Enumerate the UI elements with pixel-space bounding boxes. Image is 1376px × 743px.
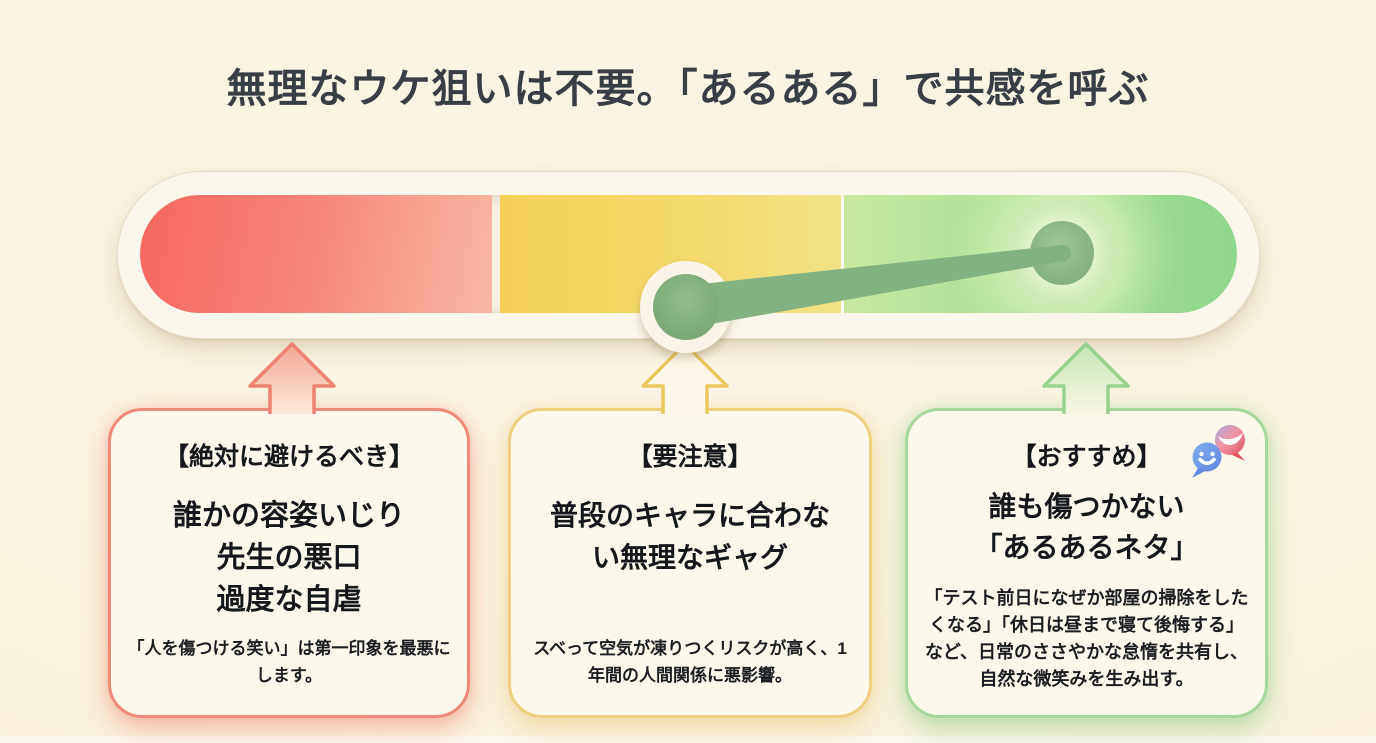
humor-risk-meter	[118, 172, 1259, 338]
body-line: 「あるあるネタ」	[974, 531, 1199, 563]
meter-zone-caution	[500, 195, 841, 313]
smile-bubble	[1192, 442, 1222, 478]
body-line: 誰かの容姿いじり	[172, 500, 405, 532]
card-avoid-title: 【絶対に避けるべき】	[163, 443, 414, 471]
chat-bubbles-icon	[1192, 425, 1245, 478]
card-recommend-note: 「テスト前日になぜか部屋の掃除をしたくなる」「休日は昼まで寝て後悔する」など、日…	[924, 588, 1249, 689]
card-recommend: 【おすすめ】 誰も傷つかない 「あるあるネタ」 「テスト前日になぜか部屋の掃除を…	[905, 408, 1268, 718]
body-line: 誰も傷つかない	[988, 491, 1185, 522]
arrow-up-avoid-icon	[248, 342, 336, 414]
arrow-up-caution-icon	[641, 342, 729, 414]
body-line: い無理なギャグ	[591, 542, 788, 573]
card-recommend-title: 【おすすめ】	[1011, 443, 1162, 471]
meter-zone-avoid	[140, 195, 492, 313]
card-caution-title: 【要注意】	[627, 443, 753, 471]
bottom-edge-strip	[0, 736, 1376, 743]
card-caution-body: 普段のキャラに合わな い無理なギャグ	[550, 495, 830, 579]
laugh-bubble	[1215, 425, 1245, 461]
card-avoid-note: 「人を傷つける笑い」は第一印象を最悪にします。	[127, 639, 451, 685]
card-avoid-body: 誰かの容姿いじり 先生の悪口 過度な自虐	[173, 495, 405, 621]
meter-track	[140, 195, 1237, 313]
body-line: 普段のキャラに合わな	[549, 500, 830, 531]
page-title: 無理なウケ狙いは不要。「あるある」で共感を呼ぶ	[226, 67, 1150, 111]
card-caution: 【要注意】 普段のキャラに合わな い無理なギャグ スベって空気が凍りつくリスクが…	[508, 408, 872, 718]
body-line: 過度な自虐	[216, 584, 362, 617]
arrow-up-recommend-icon	[1042, 342, 1130, 414]
card-recommend-body: 誰も傷つかない 「あるあるネタ」	[974, 487, 1198, 568]
card-avoid: 【絶対に避けるべき】 誰かの容姿いじり 先生の悪口 過度な自虐 「人を傷つける笑…	[108, 408, 470, 718]
body-line: 先生の悪口	[216, 542, 362, 575]
card-caution-note: スベって空気が凍りつくリスクが高く、1年間の人間関係に悪影響。	[533, 639, 847, 685]
target-core-circle	[1030, 221, 1094, 285]
